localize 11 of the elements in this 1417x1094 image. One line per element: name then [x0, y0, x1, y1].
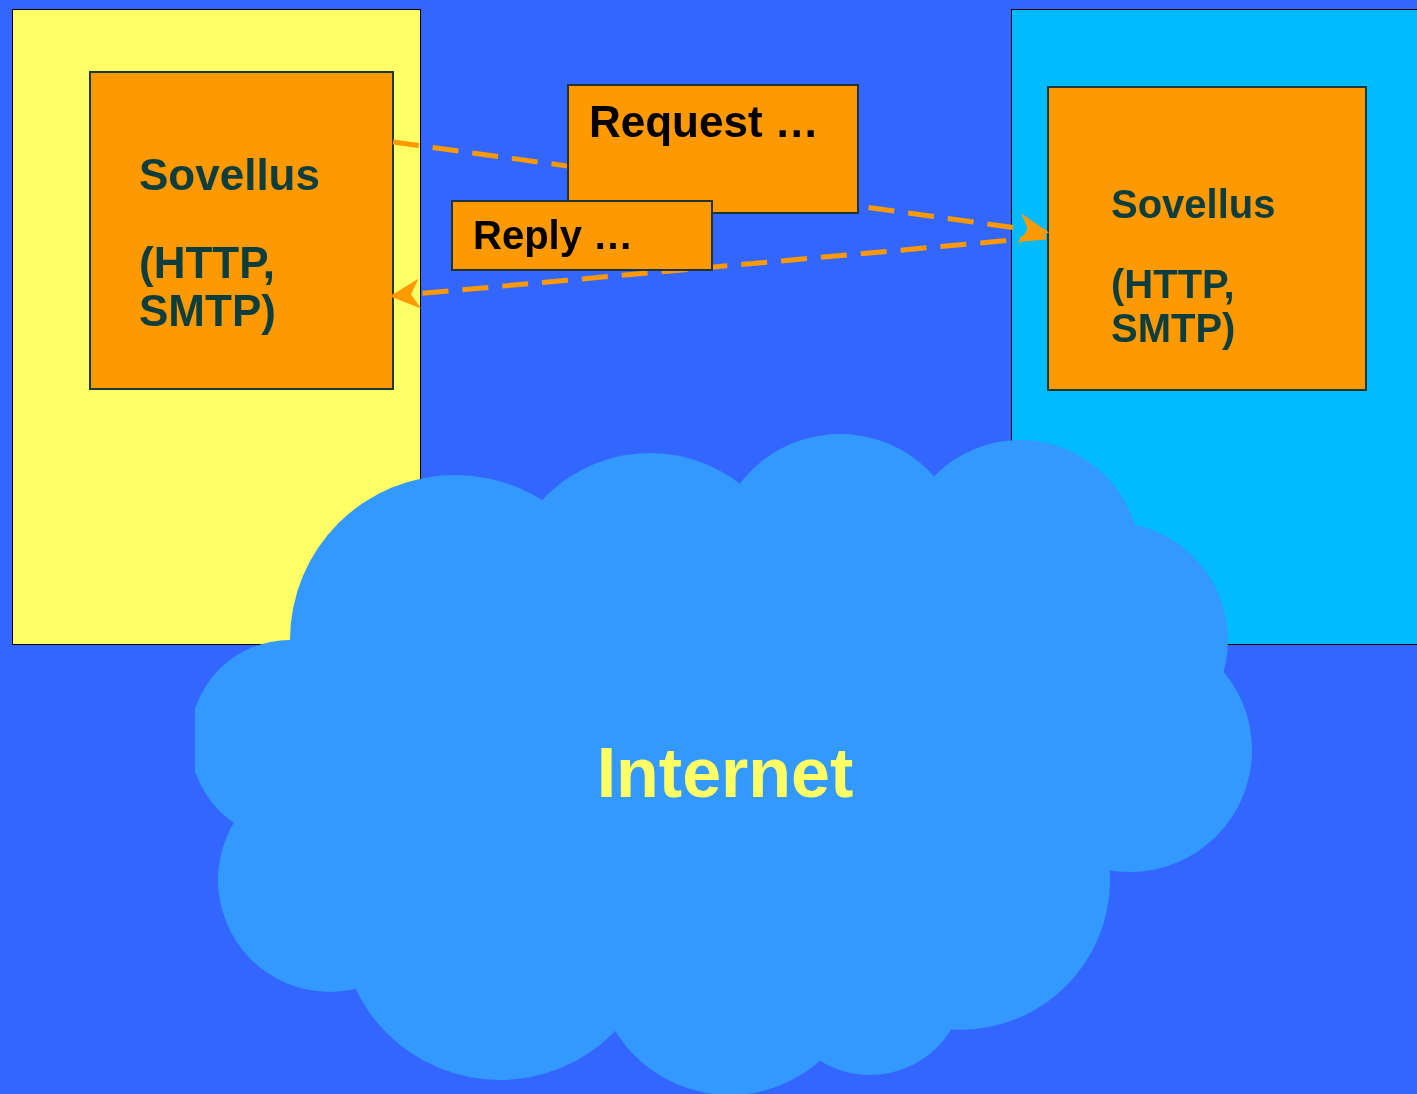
protocol-list: (HTTP, SMTP)	[139, 239, 369, 336]
application-name: Sovellus	[139, 151, 321, 200]
protocol-list: (HTTP, SMTP)	[1111, 262, 1341, 350]
application-box	[89, 71, 394, 390]
application-name: Sovellus	[1111, 182, 1277, 226]
message-label: Reply …	[451, 200, 713, 271]
cloud-label: Internet	[595, 733, 855, 813]
dashed-arrow	[390, 234, 1047, 309]
application-box	[1047, 86, 1367, 391]
message-label: Request …	[567, 84, 859, 214]
system-panel	[12, 9, 421, 645]
